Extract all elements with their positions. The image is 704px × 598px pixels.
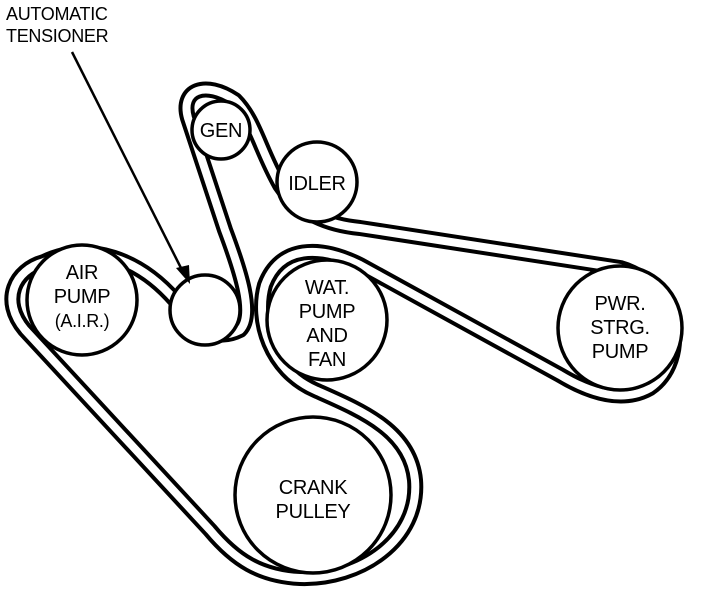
crank-label-line1: CRANK [279,477,348,499]
water-pump-pulley: WAT. PUMP AND FAN [265,258,389,382]
callout-label-line2: TENSIONER [6,26,109,46]
power-steering-label-line3: PUMP [592,341,649,363]
automatic-tensioner-callout: AUTOMATIC TENSIONER [6,4,190,284]
tensioner-pulley-circle [168,273,242,347]
gen-pulley-circle [190,99,252,161]
water-pump-label-line4: FAN [308,349,346,371]
callout-leader-line [70,51,185,273]
water-pump-label-line2: PUMP [299,301,356,323]
crank-label-line2: PULLEY [276,501,351,523]
crank-pulley-circle [233,415,393,575]
air-pump-label-line1: AIR [66,262,98,284]
callout-arrow-head-icon [176,265,190,284]
water-pump-label-line3: AND [306,325,347,347]
gen-label: GEN [200,120,242,142]
callout-label-line1: AUTOMATIC [6,4,108,24]
power-steering-label-line2: STRG. [590,317,650,339]
tensioner-pulley [168,273,242,347]
idler-label: IDLER [288,173,345,195]
belt [4,81,682,587]
air-pump-pulley-circle [25,243,139,357]
power-steering-pulley-circle [556,264,684,392]
power-steering-pulley: PWR. STRG. PUMP [556,264,684,392]
power-steering-label-line1: PWR. [594,293,645,315]
water-pump-pulley-circle [265,258,389,382]
air-pump-pulley: AIR PUMP (A.I.R.) [25,243,139,357]
air-pump-label-line2: PUMP [54,286,111,308]
idler-pulley-circle [275,140,359,224]
air-pump-label-line3: (A.I.R.) [55,311,110,331]
idler-pulley: IDLER [275,140,359,224]
gen-pulley: GEN [190,99,252,161]
water-pump-label-line1: WAT. [305,277,349,299]
crank-pulley: CRANK PULLEY [233,415,393,575]
belt-inner-main [8,85,678,583]
